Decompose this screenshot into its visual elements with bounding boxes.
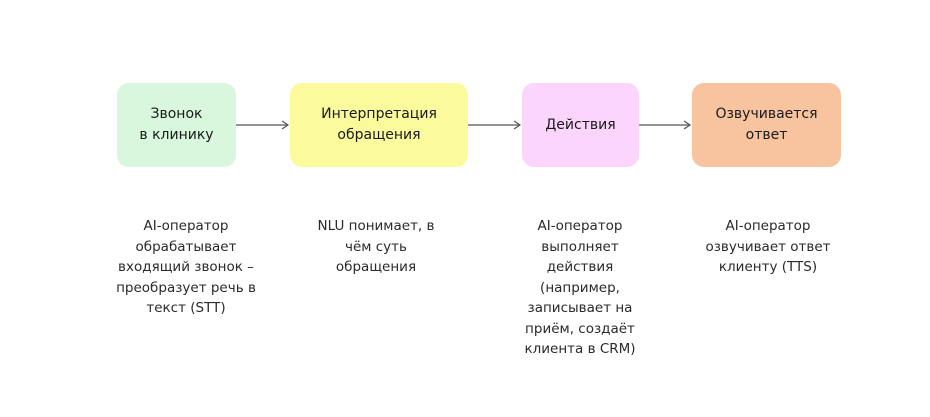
step-description-actions: AI-оператор выполняет действия (например… [524,218,636,357]
arrow-2-head [513,120,522,130]
step-box-call: Звонок в клинику [117,83,236,167]
arrow-1-head [281,120,290,130]
step-description-response: AI-оператор озвучивает ответ клиенту (TT… [705,218,831,275]
step-box-interpretation: Интерпретация обращения [290,83,468,167]
step-description-call: AI-оператор обрабатывает входящий звонок… [116,218,256,316]
arrow-3-head [683,120,692,130]
step-box-response: Озвучивается ответ [692,83,841,167]
step-description-interpretation: NLU понимает, в чём суть обращения [317,218,435,275]
step-box-actions: Действия [522,83,639,167]
